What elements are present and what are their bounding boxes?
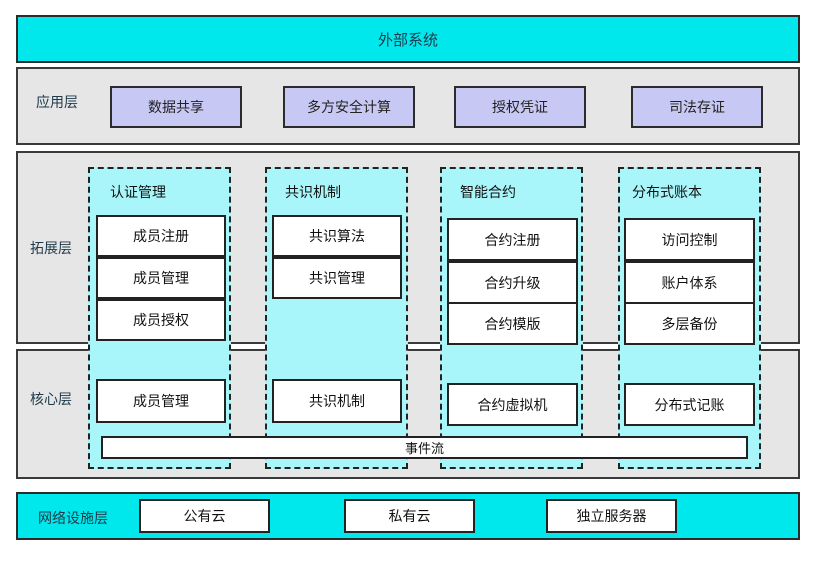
private-cloud: 私有云 [344, 499, 475, 533]
contract-template: 合约模版 [447, 302, 578, 345]
external-system-band: 外部系统 [16, 15, 800, 63]
consensus-algorithm: 共识算法 [272, 215, 402, 257]
multilevel-backup: 多层备份 [624, 302, 755, 345]
network-layer-label: 网络设施层 [38, 511, 108, 527]
public-cloud: 公有云 [139, 499, 270, 533]
dedicated-server: 独立服务器 [546, 499, 677, 533]
app-item-mpc: 多方安全计算 [283, 86, 415, 128]
core-distributed-accounting: 分布式记账 [624, 383, 755, 426]
app-item-data-sharing: 数据共享 [110, 86, 242, 128]
app-item-judicial: 司法存证 [631, 86, 763, 128]
column-title: 共识机制 [285, 185, 341, 201]
application-layer-label: 应用层 [36, 95, 78, 111]
account-system: 账户体系 [624, 261, 755, 304]
extension-layer-label: 拓展层 [30, 241, 72, 257]
access-control: 访问控制 [624, 218, 755, 261]
core-member-management: 成员管理 [96, 379, 226, 423]
member-management: 成员管理 [96, 257, 226, 299]
contract-upgrade: 合约升级 [447, 261, 578, 304]
contract-register: 合约注册 [447, 218, 578, 261]
core-layer-label: 核心层 [30, 392, 72, 408]
app-item-authorization: 授权凭证 [454, 86, 586, 128]
column-title: 分布式账本 [632, 185, 702, 201]
member-register: 成员注册 [96, 215, 226, 257]
core-consensus: 共识机制 [272, 379, 402, 423]
column-title: 智能合约 [460, 185, 516, 201]
column-title: 认证管理 [110, 185, 166, 201]
column-consensus [265, 167, 408, 469]
external-system-label: 外部系统 [377, 30, 438, 49]
consensus-management: 共识管理 [272, 257, 402, 299]
event-stream-bar: 事件流 [101, 436, 748, 459]
core-contract-vm: 合约虚拟机 [447, 383, 578, 426]
member-authorize: 成员授权 [96, 299, 226, 341]
